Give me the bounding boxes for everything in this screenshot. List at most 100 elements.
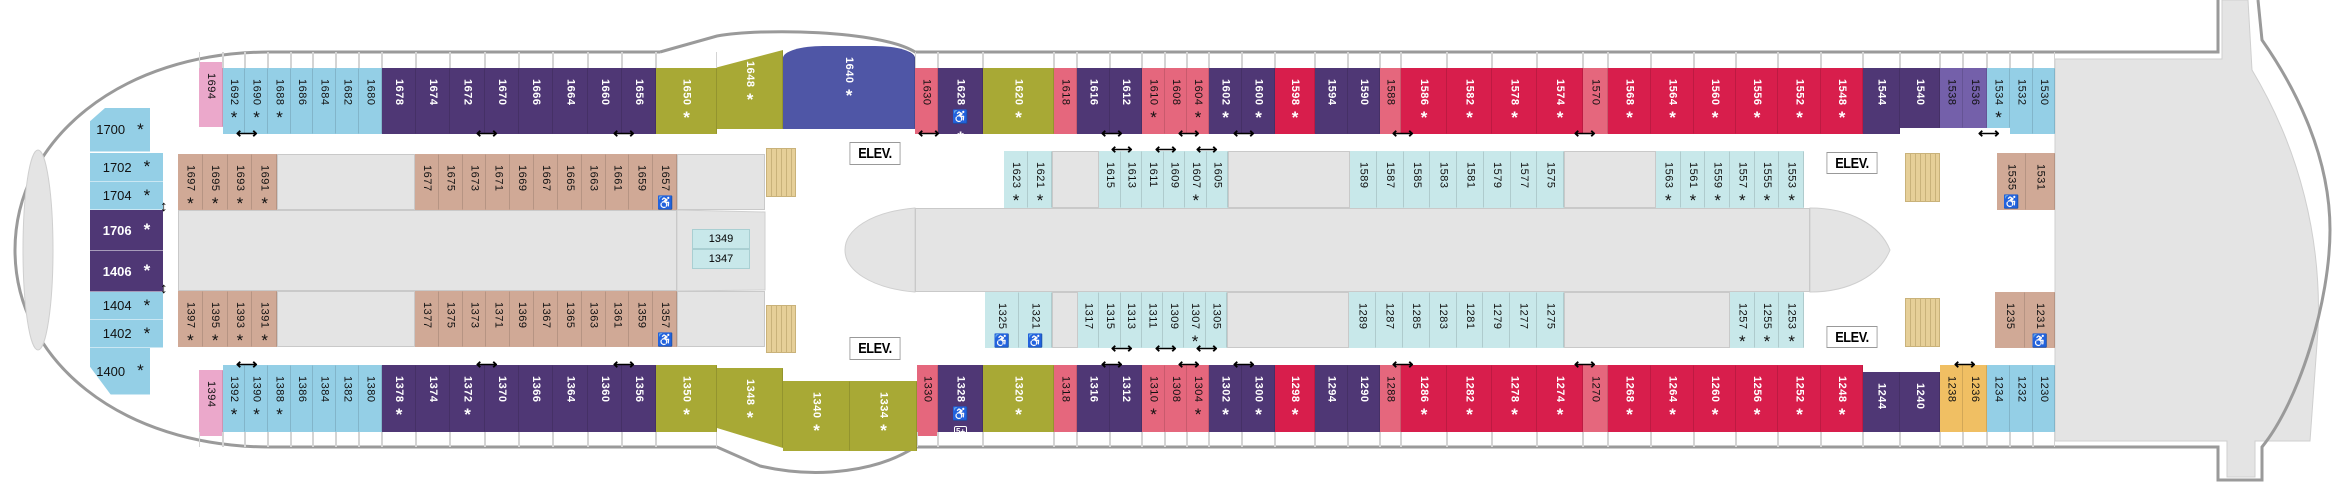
cabin-1310[interactable]: 1310 — [1142, 365, 1165, 432]
cabin-1691[interactable]: 1691 — [252, 154, 277, 210]
cabin-1287[interactable]: 1287 — [1375, 292, 1403, 348]
cabin-1697[interactable]: 1697 — [178, 154, 203, 210]
cabin-1328[interactable]: 13285+ — [938, 365, 983, 438]
cabin-1388[interactable]: 1388 — [268, 365, 291, 432]
cabin-1360[interactable]: 1360 — [588, 365, 622, 432]
cabin-1289[interactable]: 1289 — [1349, 292, 1376, 348]
cabin-1283[interactable]: 1283 — [1429, 292, 1457, 348]
cabin-1688[interactable]: 1688 — [268, 68, 291, 134]
cabin-1400[interactable]: 1400 — [90, 348, 150, 395]
cabin-1700[interactable]: 1700 — [90, 108, 150, 152]
cabin-1702[interactable]: 1702 — [90, 153, 163, 182]
cabin-1670[interactable]: 1670 — [485, 68, 519, 134]
cabin-1286[interactable]: 1286 — [1401, 365, 1447, 432]
cabin-1659[interactable]: 1659 — [629, 154, 654, 210]
cabin-1684[interactable]: 1684 — [313, 68, 336, 134]
cabin-1585[interactable]: 1585 — [1403, 151, 1431, 208]
cabin-1304[interactable]: 1304 — [1187, 365, 1209, 432]
cabin-1556[interactable]: 1556 — [1736, 68, 1778, 134]
cabin-1583[interactable]: 1583 — [1430, 151, 1457, 208]
cabin-1615[interactable]: 1615 — [1099, 151, 1121, 208]
cabin-1232[interactable]: 1232 — [2010, 365, 2033, 432]
cabin-1288[interactable]: 1288 — [1380, 365, 1401, 432]
cabin-1650[interactable]: 1650 — [656, 68, 717, 134]
cabin-1235[interactable]: 1235 — [1995, 292, 2025, 348]
cabin-1390[interactable]: 1390 — [245, 365, 268, 432]
cabin-1608[interactable]: 1608 — [1165, 68, 1187, 134]
cabin-1530[interactable]: 1530 — [2033, 68, 2055, 134]
cabin-1363[interactable]: 1363 — [581, 291, 606, 347]
cabin-1402[interactable]: 1402 — [90, 320, 163, 348]
cabin-1538[interactable]: 1538 — [1940, 68, 1963, 128]
cabin-1532[interactable]: 1532 — [2010, 68, 2033, 134]
cabin-1378[interactable]: 1378 — [382, 365, 416, 432]
cabin-1577[interactable]: 1577 — [1510, 151, 1538, 208]
cabin-1238[interactable]: 1238 — [1940, 365, 1963, 432]
cabin-1395[interactable]: 1395 — [202, 291, 228, 347]
cabin-1598[interactable]: 1598 — [1275, 68, 1315, 134]
cabin-1406[interactable]: 1406 — [90, 251, 163, 292]
cabin-1555[interactable]: 1555 — [1754, 151, 1780, 208]
cabin-1361[interactable]: 1361 — [605, 291, 630, 347]
cabin-1305[interactable]: 1305 — [1205, 292, 1227, 348]
cabin-1392[interactable]: 1392 — [223, 365, 245, 432]
cabin-1620[interactable]: 1620 — [983, 68, 1054, 134]
cabin-1316[interactable]: 1316 — [1077, 365, 1110, 432]
cabin-1669[interactable]: 1669 — [510, 154, 535, 210]
cabin-1321[interactable]: 1321 — [1018, 292, 1052, 348]
cabin-1317[interactable]: 1317 — [1078, 292, 1100, 348]
cabin-1590[interactable]: 1590 — [1348, 68, 1380, 134]
cabin-1704[interactable]: 1704 — [90, 182, 163, 210]
cabin-1325[interactable]: 1325 — [985, 292, 1019, 348]
cabin-1660[interactable]: 1660 — [588, 68, 622, 134]
cabin-1253[interactable]: 1253 — [1779, 292, 1804, 348]
cabin-1282[interactable]: 1282 — [1447, 365, 1492, 432]
cabin-1277[interactable]: 1277 — [1510, 292, 1538, 348]
cabin-1678[interactable]: 1678 — [382, 68, 416, 134]
cabin-1382[interactable]: 1382 — [336, 365, 359, 432]
cabin-1372[interactable]: 1372 — [450, 365, 485, 432]
cabin-1257[interactable]: 1257 — [1730, 292, 1755, 348]
cabin-1612[interactable]: 1612 — [1110, 68, 1142, 134]
cabin-1315[interactable]: 1315 — [1099, 292, 1121, 348]
cabin-1357[interactable]: 1357 — [653, 291, 677, 347]
cabin-1657[interactable]: 1657 — [653, 154, 677, 210]
cabin-1534[interactable]: 1534 — [1987, 68, 2010, 128]
cabin-1694[interactable]: 1694 — [199, 62, 223, 127]
cabin-1594[interactable]: 1594 — [1315, 68, 1348, 134]
cabin-1613[interactable]: 1613 — [1120, 151, 1142, 208]
cabin-1674[interactable]: 1674 — [416, 68, 450, 134]
cabin-1628[interactable]: 1628 — [938, 68, 983, 134]
cabin-1264[interactable]: 1264 — [1651, 365, 1694, 432]
cabin-1312[interactable]: 1312 — [1110, 365, 1142, 432]
cabin-1664[interactable]: 1664 — [553, 68, 588, 134]
cabin-1334[interactable]: 1334 — [850, 381, 917, 451]
cabin-1311[interactable]: 1311 — [1141, 292, 1164, 348]
cabin-1630[interactable]: 1630 — [915, 68, 938, 134]
cabin-1274[interactable]: 1274 — [1537, 365, 1583, 432]
cabin-1393[interactable]: 1393 — [227, 291, 253, 347]
cabin-1673[interactable]: 1673 — [462, 154, 487, 210]
cabin-1260[interactable]: 1260 — [1694, 365, 1736, 432]
cabin-1557[interactable]: 1557 — [1730, 151, 1755, 208]
cabin-1309[interactable]: 1309 — [1163, 292, 1185, 348]
cabin-1350[interactable]: 1350 — [656, 365, 717, 432]
cabin-1540[interactable]: 1540 — [1900, 68, 1940, 128]
cabin-1561[interactable]: 1561 — [1680, 151, 1706, 208]
cabin-1578[interactable]: 1578 — [1492, 68, 1537, 134]
cabin-1248[interactable]: 1248 — [1821, 365, 1863, 432]
cabin-1677[interactable]: 1677 — [415, 154, 439, 210]
cabin-1574[interactable]: 1574 — [1537, 68, 1583, 134]
cabin-1675[interactable]: 1675 — [438, 154, 463, 210]
cabin-1686[interactable]: 1686 — [291, 68, 313, 134]
cabin-1384[interactable]: 1384 — [313, 365, 336, 432]
cabin-1340[interactable]: 1340 — [783, 381, 850, 451]
cabin-1364[interactable]: 1364 — [553, 365, 588, 432]
cabin-1270[interactable]: 1270 — [1583, 365, 1608, 432]
cabin-1365[interactable]: 1365 — [557, 291, 582, 347]
cabin-1404[interactable]: 1404 — [90, 292, 163, 320]
cabin-1682[interactable]: 1682 — [336, 68, 359, 134]
cabin-1375[interactable]: 1375 — [438, 291, 463, 347]
cabin-1366[interactable]: 1366 — [519, 365, 553, 432]
cabin-1548[interactable]: 1548 — [1821, 68, 1863, 134]
